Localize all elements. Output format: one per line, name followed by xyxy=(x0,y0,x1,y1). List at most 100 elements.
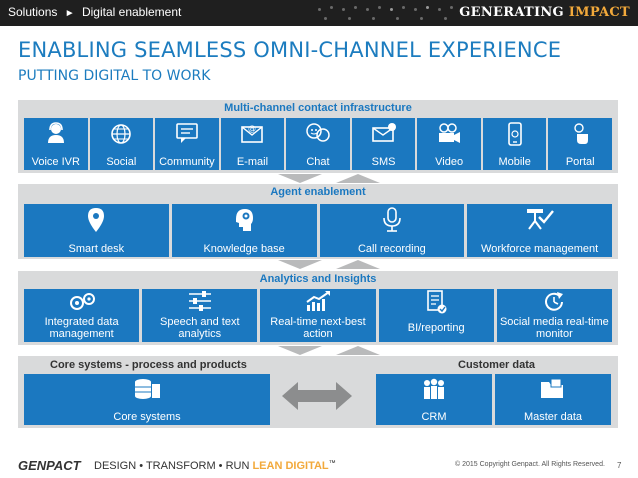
tile-label-line2: action xyxy=(303,328,333,340)
panel-contact-infrastructure: Multi-channel contact infrastructure Voi… xyxy=(18,100,618,173)
core-systems-header: Core systems - process and products xyxy=(50,359,247,371)
tile-label-line1: Real-time next-best xyxy=(270,316,366,328)
customer-data-tile-crm[interactable]: CRM xyxy=(376,374,492,425)
tile-label: Mobile xyxy=(498,156,531,168)
channel-tile-e-mail[interactable]: @ E-mail xyxy=(220,118,285,170)
tile-label: Social xyxy=(106,156,137,168)
folder-icon xyxy=(539,378,567,405)
community-board-icon xyxy=(175,122,199,149)
tile-label-line1: Integrated data xyxy=(44,316,119,328)
people-group-icon xyxy=(419,378,449,405)
top-bar: Solutions ► Digital enablement GENERATIN… xyxy=(0,0,638,26)
tile-label-line2: analytics xyxy=(178,328,222,340)
touch-portal-icon xyxy=(569,122,591,151)
tile-label: Knowledge base xyxy=(203,243,285,255)
report-document-icon xyxy=(425,290,447,319)
channel-tile-video[interactable]: Video xyxy=(417,118,481,170)
email-icon: @ xyxy=(240,122,264,149)
page-subtitle: PUTTING DIGITAL TO WORK xyxy=(18,68,211,84)
down-chevron-icon xyxy=(278,260,380,269)
agent-tile-workforce-management[interactable]: Workforce management xyxy=(467,204,612,257)
panel-header-analytics: Analytics and Insights xyxy=(259,273,377,285)
channel-tile-portal[interactable]: Portal xyxy=(548,118,612,170)
video-camera-icon xyxy=(436,122,462,149)
tile-label: Voice IVR xyxy=(31,156,80,168)
down-chevron-icon xyxy=(278,174,380,183)
tile-label: Smart desk xyxy=(68,243,125,255)
footer-tagline-main: DESIGN • TRANSFORM • RUN xyxy=(94,460,253,472)
channel-tile-community[interactable]: Community xyxy=(155,118,219,170)
genpact-logo: GENPACT xyxy=(18,458,81,473)
tile-label: Video xyxy=(435,156,464,168)
person-headset-icon xyxy=(45,122,67,149)
team-checklist-icon xyxy=(525,207,555,238)
tile-label: BI/reporting xyxy=(379,322,494,334)
channel-tile-sms[interactable]: SMS xyxy=(351,118,416,170)
agent-tile-call-recording[interactable]: Call recording xyxy=(319,204,465,257)
tile-label: Portal xyxy=(565,156,595,168)
tile-label-line1: Social media real-time xyxy=(499,316,609,328)
tile-label: Chat xyxy=(306,156,330,168)
tile-label-line2: management xyxy=(49,328,114,340)
panel-core-systems: Core systems - process and products Cust… xyxy=(18,356,618,428)
tile-label: Master data xyxy=(523,411,583,423)
microphone-icon xyxy=(381,207,403,238)
panel-agent-enablement: Agent enablement Smart desk Knowledge bas… xyxy=(18,184,618,259)
core-systems-tile[interactable]: Core systems xyxy=(24,374,270,425)
tile-label: SMS xyxy=(371,156,396,168)
agent-tile-knowledge-base[interactable]: Knowledge base xyxy=(171,204,317,257)
brand-logo: GENERATING IMPACT xyxy=(459,5,630,20)
gears-icon xyxy=(67,290,97,317)
agent-tile-smart-desk[interactable]: Smart desk xyxy=(24,204,169,257)
footer-tagline-tm: ™ xyxy=(328,460,336,467)
tile-label-line2: monitor xyxy=(536,328,573,340)
globe-network-icon xyxy=(109,122,133,151)
customer-data-tile-master-data[interactable]: Master data xyxy=(495,374,611,425)
tile-label: CRM xyxy=(421,411,447,423)
svg-text:@: @ xyxy=(248,124,256,133)
breadcrumb: Solutions ► Digital enablement xyxy=(8,5,181,19)
sliders-icon xyxy=(187,290,213,317)
analytics-tile-bi-reporting[interactable]: BI/reporting xyxy=(378,289,494,342)
double-arrow-icon xyxy=(282,382,352,410)
location-pin-icon xyxy=(85,207,107,238)
brand-text-accent: IMPACT xyxy=(568,5,630,20)
tile-label-line1: BI/reporting xyxy=(407,322,465,334)
mobile-phone-icon xyxy=(505,122,525,151)
tile-label: Core systems xyxy=(113,411,181,423)
channel-tile-voice-ivr[interactable]: Voice IVR xyxy=(24,118,88,170)
breadcrumb-section[interactable]: Solutions xyxy=(8,5,58,19)
decorative-dots xyxy=(318,5,468,23)
footer-tagline-accent: LEAN DIGITAL xyxy=(252,460,329,472)
channel-tile-chat[interactable]: Chat xyxy=(286,118,350,170)
brand-text-primary: GENERATING xyxy=(459,5,569,20)
tile-label: Workforce management xyxy=(481,243,599,255)
channel-tile-social[interactable]: Social xyxy=(89,118,154,170)
channel-tile-mobile[interactable]: Mobile xyxy=(482,118,547,170)
footer-tagline: DESIGN • TRANSFORM • RUN LEAN DIGITAL™ xyxy=(94,460,336,472)
tile-label: E-mail xyxy=(236,156,269,168)
trend-chart-icon xyxy=(304,290,332,317)
page-title: ENABLING SEAMLESS OMNI-CHANNEL EXPERIENC… xyxy=(18,38,562,62)
breadcrumb-arrow-icon: ► xyxy=(64,8,75,19)
panel-header-agent: Agent enablement xyxy=(270,186,366,198)
database-icon xyxy=(132,378,162,405)
panel-header-contact: Multi-channel contact infrastructure xyxy=(224,102,412,114)
tile-label-line1: Speech and text xyxy=(160,316,240,328)
chat-bubbles-icon xyxy=(305,122,331,149)
page-number: 7 xyxy=(617,461,622,470)
customer-data-header: Customer data xyxy=(458,359,536,371)
down-chevron-icon xyxy=(278,346,380,355)
sms-envelope-icon xyxy=(371,122,397,149)
tile-label: Call recording xyxy=(357,243,426,255)
tile-label: Community xyxy=(159,156,215,168)
